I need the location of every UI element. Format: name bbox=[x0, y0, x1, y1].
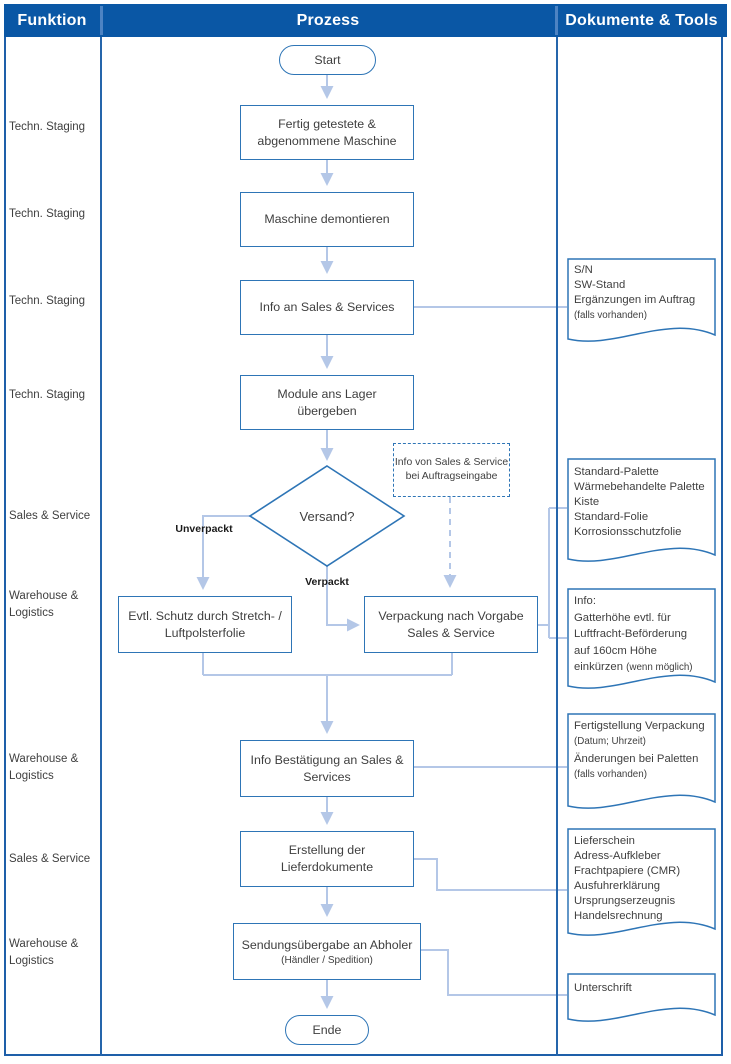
document-packaging-completion: Fertigstellung Verpackung (Datum; Uhrzei… bbox=[567, 713, 716, 823]
doc-line: Ergänzungen im Auftrag bbox=[574, 294, 696, 306]
process-step-handover: Sendungsübergabe an Abholer (Händler / S… bbox=[233, 923, 421, 980]
doc-line: (falls vorhanden) bbox=[574, 310, 647, 321]
doc-line: Handelsrechnung bbox=[574, 910, 663, 922]
doc-line: auf 160cm Höhe bbox=[574, 644, 657, 657]
document-airfreight-info: Info: Gatterhöhe evtl. für Luftfracht-Be… bbox=[567, 588, 716, 703]
process-step-packaging-spec: Verpackung nach Vorgabe Sales & Service bbox=[364, 596, 538, 653]
doc-line: Lieferschein bbox=[574, 835, 635, 847]
process-step-machine-tested: Fertig getestete & abgenommene Maschine bbox=[240, 105, 414, 160]
branch-label-verpackt: Verpackt bbox=[305, 576, 349, 588]
doc-line: Gatterhöhe evtl. für bbox=[574, 611, 671, 624]
branch-label-unverpackt: Unverpackt bbox=[175, 523, 233, 535]
doc-line: Änderungen bei Paletten bbox=[574, 753, 699, 765]
doc-line: S/N bbox=[574, 264, 593, 276]
doc-line: Kiste bbox=[574, 496, 600, 508]
document-signature: Unterschrift bbox=[567, 973, 716, 1036]
lane-label: Warehouse & Logistics bbox=[9, 938, 79, 967]
doc-line: (Datum; Uhrzeit) bbox=[574, 736, 646, 747]
document-shape bbox=[567, 828, 716, 936]
process-step-info-sales: Info an Sales & Services bbox=[240, 280, 414, 335]
document-shape bbox=[567, 588, 716, 689]
process-step-confirm-info: Info Bestätigung an Sales & Services bbox=[240, 740, 414, 797]
process-step-dismantle: Maschine demontieren bbox=[240, 192, 414, 247]
column-header-prozess: Prozess bbox=[296, 11, 360, 29]
lane-label: Techn. Staging bbox=[9, 389, 86, 401]
doc-line: Adress-Aufkleber bbox=[574, 850, 661, 862]
lane-label: Warehouse & Logistics bbox=[9, 753, 79, 782]
lane-label: Warehouse & Logistics bbox=[9, 590, 79, 619]
doc-line: SW-Stand bbox=[574, 279, 626, 291]
end-terminator: Ende bbox=[285, 1015, 369, 1045]
lane-divider-right bbox=[556, 37, 558, 1056]
lane-divider-left bbox=[100, 37, 102, 1056]
doc-line: Standard-Folie bbox=[574, 511, 649, 523]
document-serialnumber: S/N SW-Stand Ergänzungen im Auftrag (fal… bbox=[567, 258, 716, 356]
document-pallet-types: Standard-Palette Wärmebehandelte Palette… bbox=[567, 458, 716, 576]
doc-line: Standard-Palette bbox=[574, 466, 659, 478]
document-shape bbox=[567, 458, 716, 562]
doc-line: Fertigstellung Verpackung bbox=[574, 720, 705, 732]
process-step-delivery-docs: Erstellung der Lieferdokumente bbox=[240, 831, 414, 887]
process-step-stretch-foil: Evtl. Schutz durch Stretch- / Luftpolste… bbox=[118, 596, 292, 653]
decision-diamond-shape bbox=[248, 465, 406, 567]
note-dashed-box: Info von Sales & Service bei Auftragsein… bbox=[393, 443, 510, 497]
doc-line: Korrosionsschutzfolie bbox=[574, 526, 682, 538]
doc-line: Info: bbox=[574, 595, 596, 607]
lane-label: Techn. Staging bbox=[9, 208, 86, 220]
header-separator bbox=[555, 6, 558, 35]
note-line: bei Auftragseingabe bbox=[405, 471, 498, 482]
decision-versand: Versand? bbox=[299, 508, 355, 524]
document-shape bbox=[567, 973, 716, 1022]
header-band bbox=[4, 4, 727, 37]
column-header-funktion: Funktion bbox=[17, 11, 87, 29]
document-delivery-papers: Lieferschein Adress-Aufkleber Frachtpapi… bbox=[567, 828, 716, 950]
process-step-modules-warehouse: Module ans Lager übergeben bbox=[240, 375, 414, 430]
start-terminator: Start bbox=[279, 45, 376, 75]
header-separator bbox=[100, 6, 103, 35]
lane-label: Techn. Staging bbox=[9, 295, 86, 307]
doc-line: Unterschrift bbox=[574, 982, 632, 994]
doc-line: Wärmebehandelte Palette bbox=[574, 481, 705, 493]
lane-label: Sales & Service bbox=[9, 853, 91, 865]
doc-line: Frachtpapiere (CMR) bbox=[574, 865, 681, 877]
lane-label: Techn. Staging bbox=[9, 121, 86, 133]
handover-title: Sendungsübergabe an Abholer bbox=[241, 937, 413, 952]
handover-subtitle: (Händler / Spedition) bbox=[281, 954, 373, 966]
doc-line-small: (wenn möglich) bbox=[626, 662, 693, 673]
document-shape bbox=[567, 713, 716, 809]
note-line: Info von Sales & Service bbox=[394, 457, 509, 468]
doc-line: (falls vorhanden) bbox=[574, 769, 647, 780]
lane-label: Sales & Service bbox=[9, 510, 91, 522]
column-header-dokumente: Dokumente & Tools bbox=[565, 11, 718, 29]
doc-line: einkürzen bbox=[574, 661, 623, 673]
doc-line: Ursprungserzeugnis bbox=[574, 895, 676, 907]
doc-line: Luftfracht-Beförderung bbox=[574, 628, 688, 640]
document-shape bbox=[567, 258, 716, 342]
doc-line: Ausfuhrerklärung bbox=[574, 880, 661, 892]
